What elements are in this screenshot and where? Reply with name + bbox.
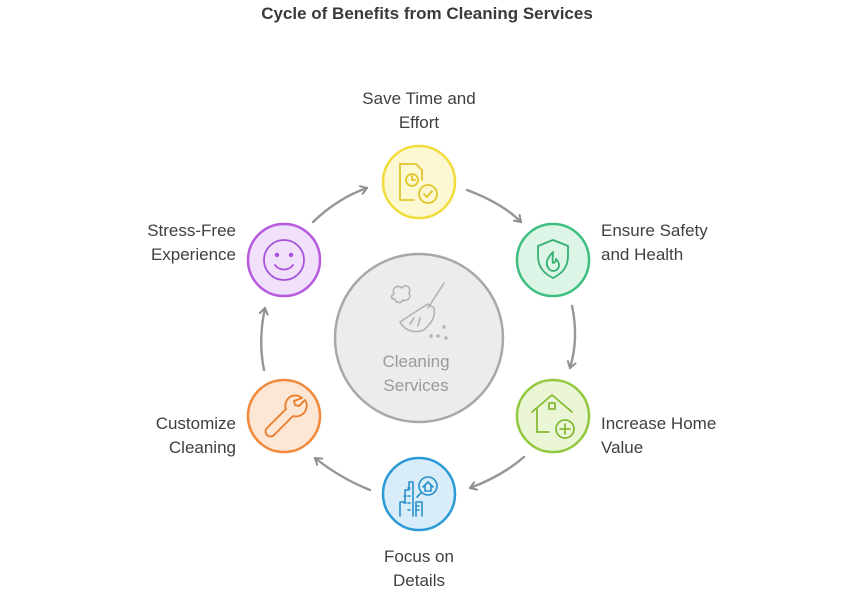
house-plus-icon — [531, 394, 575, 439]
label-stress-free-line2: Experience — [150, 245, 236, 264]
label-save-time: Save Time and Effort — [336, 87, 502, 135]
building-magnifier-icon — [399, 476, 438, 517]
label-stress-free-line1: Stress-Free — [147, 221, 236, 240]
center-label-line2: Services — [383, 376, 449, 395]
label-focus-details-line1: Focus on — [384, 547, 454, 566]
label-customize-line2: Cleaning — [168, 438, 236, 457]
center-label: Cleaning Services — [346, 350, 486, 398]
arrow-save-to-safety — [465, 188, 523, 224]
label-increase-value-line1: Increase Home — [601, 414, 717, 433]
document-clock-icon — [399, 163, 438, 204]
broom-icon — [390, 282, 448, 340]
label-customize-line1: Customize — [155, 414, 236, 433]
arrow-safety-to-value — [566, 304, 577, 370]
node-customize — [246, 378, 322, 454]
diagram-title: Cycle of Benefits from Cleaning Services — [261, 4, 593, 23]
smiley-icon — [263, 239, 305, 281]
label-save-time-line1: Save Time and — [362, 89, 476, 108]
label-save-time-line2: Effort — [398, 113, 440, 132]
label-ensure-safety-line2: and Health — [601, 245, 684, 264]
center-node — [333, 252, 505, 424]
label-ensure-safety-line1: Ensure Safety — [601, 221, 708, 240]
node-save-time — [381, 144, 457, 220]
label-focus-details: Focus on Details — [336, 545, 502, 593]
label-focus-details-line2: Details — [393, 571, 445, 590]
arrow-customize-to-stress — [258, 306, 269, 372]
label-increase-value-line2: Value — [601, 438, 644, 457]
wrench-icon — [264, 394, 308, 438]
node-increase-value — [515, 378, 591, 454]
arrow-stress-to-save — [311, 185, 369, 224]
label-ensure-safety: Ensure Safety and Health — [601, 219, 761, 267]
node-focus-details — [381, 456, 457, 532]
arrow-details-to-customize — [313, 456, 372, 492]
label-increase-value: Increase Home Value — [601, 412, 771, 460]
center-label-line1: Cleaning — [382, 352, 450, 371]
node-stress-free — [246, 222, 322, 298]
node-ensure-safety — [515, 222, 591, 298]
label-customize: Customize Cleaning — [76, 412, 236, 460]
shield-flame-icon — [537, 239, 569, 279]
label-stress-free: Stress-Free Experience — [76, 219, 236, 267]
arrow-value-to-details — [468, 455, 526, 491]
